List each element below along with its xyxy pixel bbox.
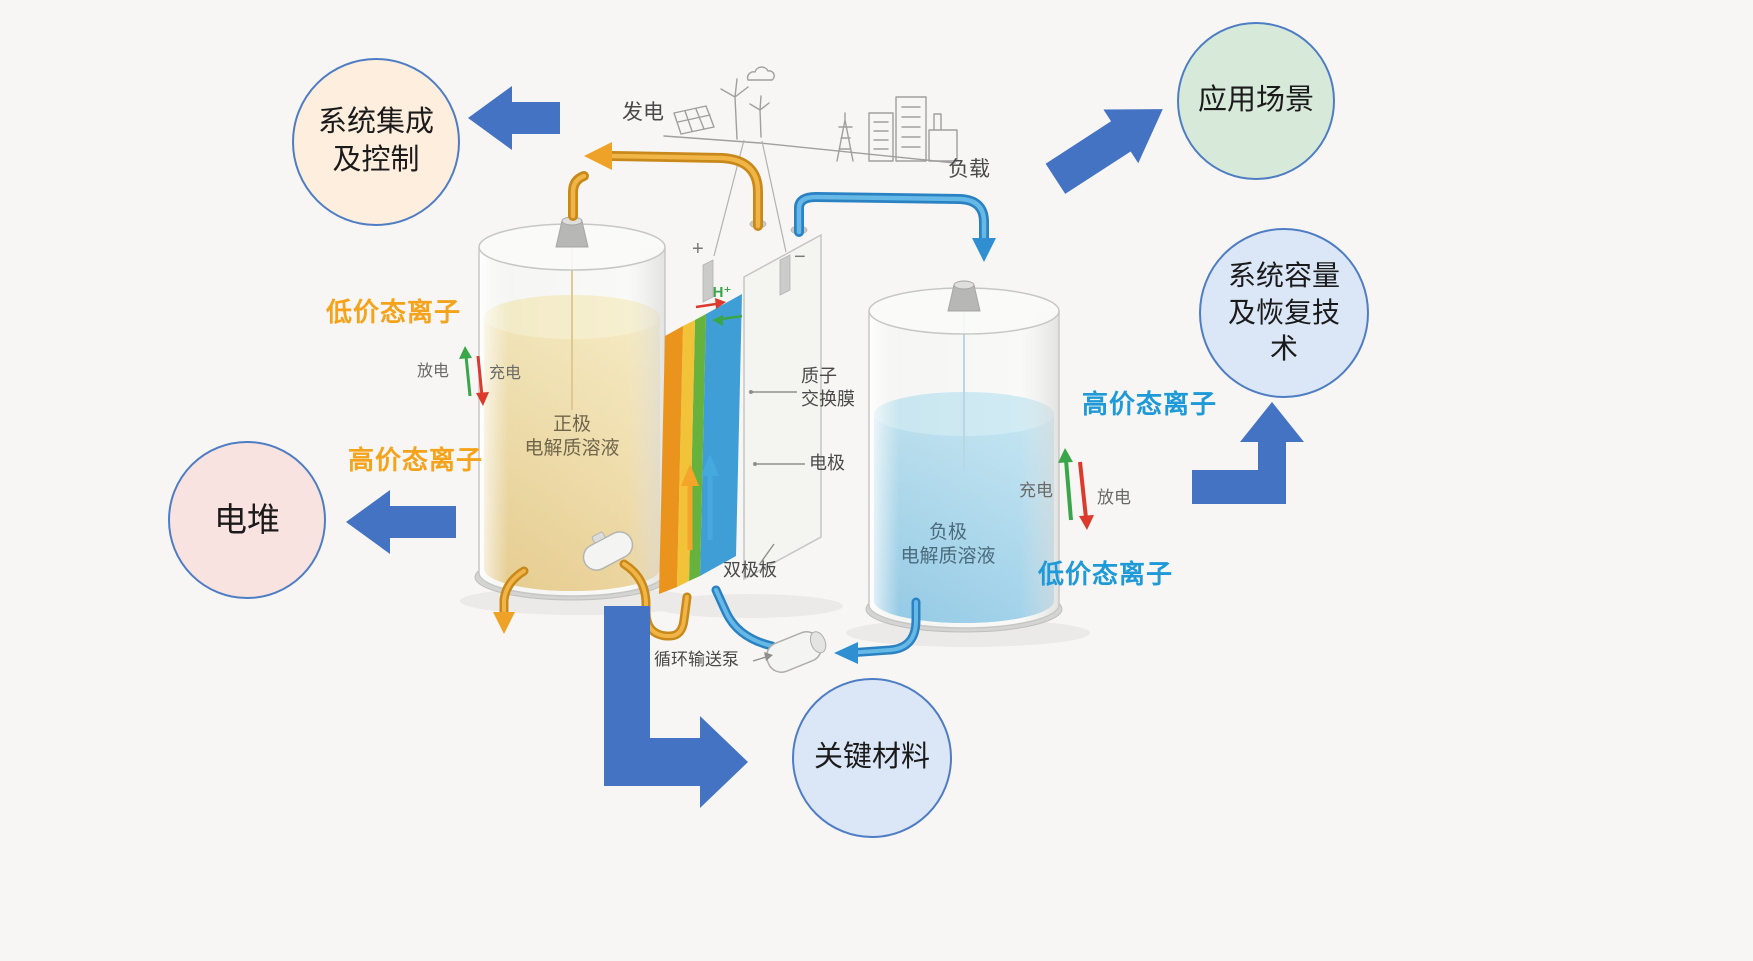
label-pump: 循环输送泵 [654, 650, 739, 669]
pump-left [582, 531, 634, 571]
wind-turbine-small-icon [749, 95, 770, 138]
electrode-layer-blue [700, 294, 742, 576]
power-line [663, 135, 956, 164]
label-left-high-valence-ion: 高价态离子 [348, 445, 484, 475]
label-negative-tank: 负极 电解质溶液 [900, 522, 996, 567]
positive-electrolyte-tank [474, 216, 670, 601]
arrow-to-system-integration [468, 86, 560, 150]
label-proton: H⁺ [712, 284, 732, 301]
terminal-negative [779, 254, 791, 296]
negative-electrolyte-tank [865, 280, 1063, 633]
label-power-generation: 发电 [622, 101, 664, 124]
arrow-to-stack [346, 490, 456, 554]
arrow-to-application [1045, 109, 1163, 194]
orange-flow-arrowhead [584, 142, 612, 170]
right-charge-indicator [1058, 448, 1094, 530]
solar-panel-icon [673, 105, 715, 135]
label-electrode: 电极 [809, 453, 845, 473]
label-terminal-plus: + [692, 238, 704, 260]
label-load: 负载 [948, 158, 990, 181]
blue-flow-arrowhead [972, 238, 996, 262]
label-bipolar-plate: 双极板 [723, 560, 777, 580]
bubble-capacity-recovery: 系统容量 及恢复技 术 [1199, 228, 1369, 398]
label-right-high-valence-ion: 高价态离子 [1082, 389, 1218, 419]
blue-return-arrowhead [834, 642, 858, 664]
bubble-application-scenarios: 应用场景 [1177, 22, 1335, 180]
factory-icon [928, 129, 958, 162]
proton-exchange-arrows [695, 298, 743, 326]
transmission-tower-icon [836, 112, 854, 162]
cell-stack-assembly [659, 219, 822, 594]
label-terminal-minus: − [794, 246, 806, 268]
power-grid-lineart [663, 66, 958, 164]
label-leader-lines [749, 390, 805, 662]
stack-flow-arrows [681, 454, 719, 550]
label-membrane: 质子 交换膜 [801, 366, 855, 410]
pump-right [765, 631, 827, 673]
label-right-discharge: 放电 [1097, 488, 1131, 507]
membrane-layer-green [689, 314, 706, 581]
label-right-charge: 充电 [1019, 481, 1053, 500]
bubble-cell-stack: 电堆 [168, 441, 326, 599]
cloud-icon [746, 66, 775, 81]
left-charge-indicator [459, 346, 489, 406]
bipolar-plate-shape [743, 233, 822, 581]
label-left-low-valence-ion: 低价态离子 [326, 297, 462, 327]
arrow-to-materials [604, 606, 748, 808]
orange-return-arrowhead [493, 612, 515, 634]
positive-loop-pipes [493, 142, 763, 641]
block-arrows [346, 86, 1304, 808]
electrode-layer-orange [659, 326, 683, 594]
label-left-discharge: 放电 [417, 363, 450, 380]
label-positive-tank: 正极 电解质溶液 [524, 414, 620, 459]
building-tall-icon [895, 96, 927, 162]
bubble-system-integration: 系统集成 及控制 [292, 58, 460, 226]
bubble-key-materials: 关键材料 [792, 678, 952, 838]
label-right-low-valence-ion: 低价态离子 [1038, 559, 1174, 589]
building-icon [868, 112, 894, 162]
arrow-to-capacity [1192, 402, 1304, 504]
wind-turbine-icon [720, 78, 749, 140]
label-left-charge: 充电 [489, 365, 522, 382]
terminal-positive [702, 259, 714, 303]
electrode-layer-yellow [677, 320, 695, 587]
negative-loop-pipes [711, 191, 996, 664]
